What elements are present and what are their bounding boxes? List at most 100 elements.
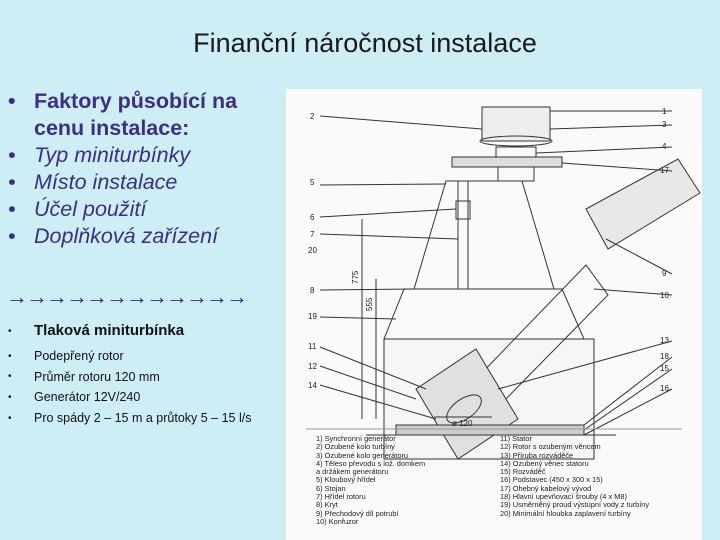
leader-line — [319, 365, 417, 400]
legend-item: a držákem generátoru — [316, 467, 389, 477]
part-label: 13 — [660, 336, 669, 345]
bullet-item: •Faktory působící na cenu instalace: — [8, 88, 288, 142]
legend-item: 5) Kloubový hřídel — [316, 475, 376, 485]
legend-item: 12) Rotor s ozubeným věncem — [500, 442, 601, 452]
dimension-label: 775 — [351, 270, 360, 284]
legend-item: 9) Přechodový díl potrubí — [316, 508, 399, 518]
leader-line — [561, 162, 673, 172]
generator-shape — [481, 106, 551, 142]
leader-line — [583, 356, 673, 426]
legend-right: 11) Stator 12) Rotor s ozubeným věncem 1… — [500, 434, 650, 518]
part-label: 15 — [660, 364, 669, 373]
generator-base-shape — [479, 135, 553, 147]
bullet-dot: • — [8, 412, 12, 424]
part-label: 7 — [310, 230, 315, 239]
leader-line — [497, 340, 673, 390]
spec-item: • Průměr rotoru 120 mm — [8, 367, 251, 388]
part-label: 17 — [660, 166, 669, 175]
transmission-body-shape — [451, 156, 563, 168]
leader-line — [319, 233, 459, 240]
legend-item: 3) Ozubené kolo generátoru — [316, 450, 409, 460]
leader-line — [319, 288, 415, 291]
part-label: 2 — [310, 112, 315, 121]
bullet-text: Místo instalace — [34, 170, 178, 194]
inlet-pipe-shape — [585, 158, 701, 250]
spec-list: • Podepřený rotor • Průměr rotoru 120 mm •… — [8, 346, 251, 429]
leader-line — [319, 316, 397, 320]
leader-line — [583, 368, 673, 431]
bullet-dot: • — [8, 371, 12, 383]
slide-title: Finanční náročnost instalace — [193, 28, 537, 58]
legend-item: 18) Hlavní upevňovací šrouby (4 x M8) — [500, 492, 627, 502]
legend-item: 10) Konfuzor — [316, 516, 359, 526]
legend-item: 7) Hřídel rotoru — [316, 492, 366, 502]
leader-line — [319, 115, 483, 130]
legend-item: 2) Ozubené kolo turbíny — [316, 442, 395, 452]
legend-left: 1) Synchronní generátor 2) Ozubené kolo … — [316, 434, 426, 526]
bullet-item: • Doplňková zařízení — [8, 223, 288, 250]
legend-item: 17) Ohebný kabelový vývod — [500, 483, 592, 493]
gear-shape — [497, 166, 535, 182]
turbine-technical-drawing: 2 5 6 7 20 8 19 11 12 14 1 3 4 17 9 10 1… — [286, 89, 702, 540]
bullet-dot: • — [8, 392, 12, 404]
bullet-text: Účel použití — [34, 197, 147, 221]
base-plate-shape — [395, 424, 585, 436]
turbine-drawing-svg: 2 5 6 7 20 8 19 11 12 14 1 3 4 17 9 10 1… — [306, 106, 701, 460]
legend-item: 6) Stojan — [316, 483, 346, 493]
legend-item: 4) Těleso převodu s lož. domkem — [316, 458, 426, 468]
part-label: 18 — [660, 352, 669, 361]
factor-list: •Faktory působící na cenu instalace: • Ty… — [8, 88, 288, 250]
leader-line — [593, 288, 673, 296]
part-label: 20 — [308, 246, 317, 255]
arrow-separator: →→→→→→→→→→→→ — [6, 284, 248, 309]
bullet-dot: • — [8, 170, 16, 194]
legend-item: 8) Kryt — [316, 500, 338, 510]
part-label: 9 — [662, 269, 667, 278]
spec-text: Průměr rotoru 120 mm — [34, 369, 160, 384]
joint-shape — [455, 200, 471, 220]
cover-shape — [383, 288, 585, 340]
bullet-dot: • — [8, 89, 16, 113]
bullet-dot: • — [8, 143, 16, 167]
legend-item: 14) Ozubený věnec statoru — [500, 458, 589, 468]
part-label: 3 — [662, 120, 667, 129]
part-label: 1 — [662, 107, 667, 116]
legend-item: 13) Příruba rozváděče — [500, 450, 574, 460]
bullet-dot: • — [8, 197, 16, 221]
subheading-text: Tlaková miniturbínka — [34, 322, 185, 339]
legend-item: 19) Usměrněný proud výstupní vody z turb… — [500, 500, 650, 510]
bullet-dot: • — [8, 325, 12, 337]
bullet-text: Doplňková zařízení — [34, 224, 219, 248]
part-label: 5 — [310, 178, 315, 187]
stand-shape — [413, 180, 555, 290]
part-label: 16 — [660, 384, 669, 393]
legend-item: 15) Rozváděč — [500, 467, 546, 477]
bullet-dot: • — [8, 224, 16, 248]
leader-line — [583, 388, 673, 436]
bullet-dot: • — [8, 350, 12, 362]
bullet-item: • Účel použití — [8, 196, 288, 223]
part-label: 10 — [660, 291, 669, 300]
leader-line — [319, 208, 457, 218]
leader-line — [549, 124, 673, 130]
leader-line — [319, 346, 427, 390]
bullet-text: Typ miniturbínky — [34, 143, 191, 167]
spec-item: • Podepřený rotor — [8, 346, 251, 367]
part-label: 6 — [310, 213, 315, 222]
legend-item: 1) Synchronní generátor — [316, 434, 396, 443]
bullet-item: • Typ miniturbínky — [8, 142, 288, 169]
part-label: 19 — [308, 312, 317, 321]
leader-line — [319, 384, 437, 420]
spec-text: Generátor 12V/240 — [34, 390, 141, 405]
part-label: 11 — [308, 342, 317, 351]
part-label: 12 — [308, 362, 317, 371]
part-label: 4 — [662, 142, 667, 151]
legend-item: 11) Stator — [500, 434, 532, 443]
spec-item: • Generátor 12V/240 — [8, 387, 251, 408]
part-label: 8 — [310, 286, 315, 295]
leader-line — [535, 146, 673, 154]
spec-text: Podepřený rotor — [34, 349, 124, 363]
part-label: 14 — [308, 381, 317, 390]
legend-item: 20) Minimální hloubka zaplavení turbíny — [500, 508, 631, 518]
leader-line — [605, 238, 673, 275]
